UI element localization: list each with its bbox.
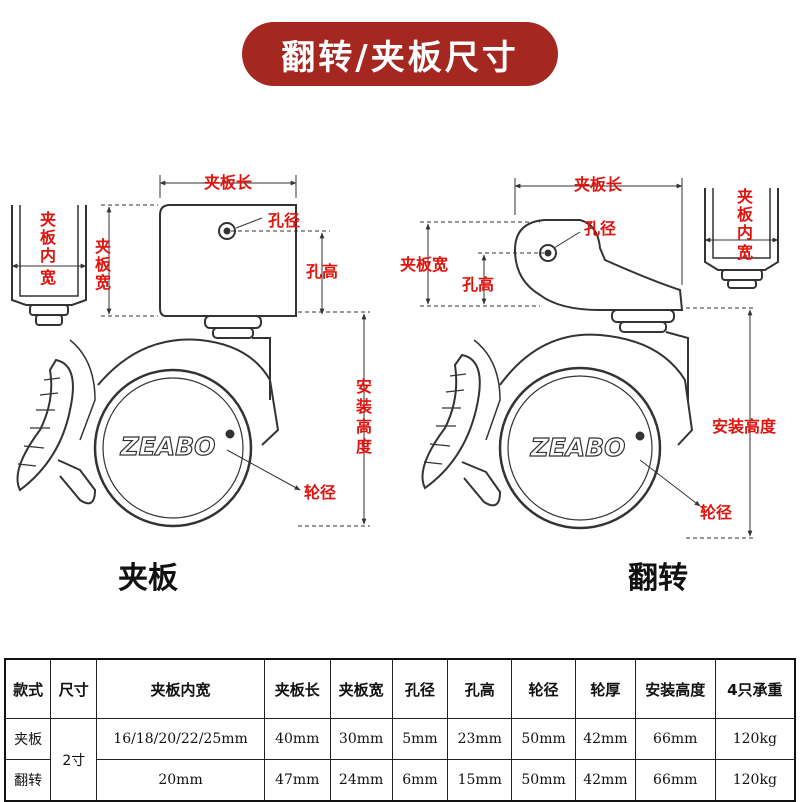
cell-load: 120kg — [714, 759, 796, 802]
clamp-width-label-1: 夹 — [95, 237, 111, 256]
flip-inner-width-label-2: 板 — [737, 205, 754, 224]
flip-wheel-label: 轮径 — [700, 503, 732, 522]
header-thickness: 轮厚 — [574, 658, 636, 719]
header-install: 安装高度 — [634, 658, 716, 719]
clamp-wheel-label: 轮径 — [304, 483, 336, 502]
cell-width: 24mm — [329, 759, 393, 802]
flip-hole-height-label: 孔高 — [462, 275, 494, 294]
header-length: 夹板长 — [263, 658, 331, 719]
header-wheel: 轮径 — [511, 658, 576, 719]
clamp-install-label-2: 装 — [355, 397, 372, 416]
flip-dimension-lines — [420, 178, 779, 539]
header-width: 夹板宽 — [329, 658, 393, 719]
header-hole: 孔径 — [391, 658, 449, 719]
clamp-install-label-3: 高 — [356, 417, 372, 436]
flip-hole-label: 孔径 — [584, 219, 616, 238]
flip-caption: 翻转 — [628, 561, 688, 596]
header-hole-height: 孔高 — [447, 658, 513, 719]
clamp-length-label: 夹板长 — [204, 173, 253, 192]
flip-caster-drawing — [421, 188, 779, 530]
cell-thickness: 42mm — [574, 718, 636, 760]
flip-length-label: 夹板长 — [574, 175, 623, 194]
clamp-hole-height-label: 孔高 — [306, 262, 338, 281]
cell-length: 40mm — [263, 718, 331, 760]
cell-install: 66mm — [634, 718, 716, 760]
cell-inner-width: 20mm — [96, 759, 265, 802]
cell-wheel: 50mm — [511, 718, 576, 760]
clamp-inner-width-label-4: 宽 — [40, 268, 56, 287]
clamp-labels: 夹板长 孔径 孔高 轮径 夹 板 内 宽 夹 板 宽 安 装 高 度 夹板 — [40, 173, 373, 596]
table-row: 翻转 20mm 47mm 24mm 6mm 15mm 50mm 42mm 66m… — [4, 759, 796, 802]
cell-thickness: 42mm — [574, 759, 636, 802]
clamp-caster-drawing — [11, 204, 297, 528]
cell-hole: 5mm — [391, 718, 449, 760]
cell-length: 47mm — [263, 759, 331, 802]
flip-inner-width-label-1: 夹 — [737, 187, 753, 206]
table-header-row: 款式 尺寸 夹板内宽 夹板长 夹板宽 孔径 孔高 轮径 轮厚 安装高度 4只承重 — [4, 658, 796, 719]
header-inner-width: 夹板内宽 — [96, 658, 265, 719]
clamp-width-label-3: 宽 — [95, 273, 111, 292]
header-size: 尺寸 — [50, 658, 98, 719]
clamp-inner-width-label-1: 夹 — [40, 210, 56, 229]
clamp-install-label-4: 度 — [356, 437, 373, 456]
cell-load: 120kg — [714, 718, 796, 760]
cell-size: 2寸 — [50, 718, 98, 802]
title-banner: 翻转/夹板尺寸 — [242, 22, 558, 86]
cell-hole-height: 23mm — [447, 718, 513, 760]
clamp-hole-label: 孔径 — [268, 211, 300, 230]
clamp-inner-width-label-2: 板 — [40, 228, 57, 247]
flip-brand-logo: ZEABO — [530, 433, 626, 462]
header-load: 4只承重 — [714, 658, 796, 719]
clamp-install-label-1: 安 — [356, 377, 372, 396]
cell-style: 翻转 — [4, 759, 52, 802]
flip-inner-width-label-4: 宽 — [737, 243, 753, 262]
clamp-brand-logo: ZEABO — [120, 432, 216, 461]
flip-inner-width-label-3: 内 — [737, 223, 753, 242]
flip-labels: 夹板长 孔径 夹板宽 孔高 安装高度 轮径 夹 板 内 宽 翻转 — [400, 175, 777, 596]
flip-install-label: 安装高度 — [712, 417, 777, 436]
cell-width: 30mm — [329, 718, 393, 760]
cell-wheel: 50mm — [511, 759, 576, 802]
cell-style: 夹板 — [4, 718, 52, 760]
title-text: 翻转/夹板尺寸 — [281, 37, 519, 78]
header-style: 款式 — [4, 658, 52, 719]
table-row: 夹板 2寸 16/18/20/22/25mm 40mm 30mm 5mm 23m… — [4, 718, 796, 802]
caster-diagrams: ZEABO 夹板长 孔径 孔高 轮径 夹 板 内 宽 夹 板 宽 安 装 高 度… — [11, 173, 779, 596]
clamp-inner-width-label-3: 内 — [40, 246, 56, 265]
clamp-width-label-2: 板 — [95, 255, 112, 274]
cell-hole-height: 15mm — [447, 759, 513, 802]
cell-inner-width: 16/18/20/22/25mm — [96, 718, 265, 760]
cell-hole: 6mm — [391, 759, 449, 802]
clamp-caption: 夹板 — [118, 561, 178, 596]
flip-width-label: 夹板宽 — [400, 255, 448, 274]
clamp-dimension-lines — [11, 175, 370, 527]
spec-table: 款式 尺寸 夹板内宽 夹板长 夹板宽 孔径 孔高 轮径 轮厚 安装高度 4只承重… — [4, 658, 796, 802]
cell-install: 66mm — [634, 759, 716, 802]
